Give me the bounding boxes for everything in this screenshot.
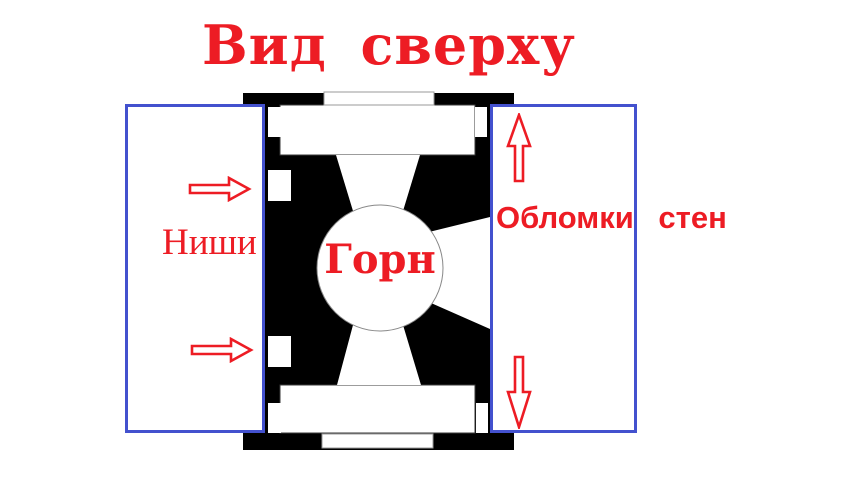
kiln-vent-bottom [321, 433, 434, 449]
kiln-hearth-circle [316, 204, 444, 332]
kiln-chamber-bottom [279, 384, 476, 434]
kiln-side-opening [268, 403, 281, 433]
kiln-label: Горн [324, 236, 436, 283]
niche-opening [268, 336, 291, 367]
kiln-side-opening [268, 107, 281, 137]
kiln-channel-right [429, 217, 490, 329]
arrow-right-icon [188, 176, 252, 202]
kiln-vent-top [323, 91, 435, 106]
niche-opening [268, 170, 291, 201]
niches-label: Ниши [162, 222, 257, 263]
niches-panel [125, 104, 265, 433]
page-title: Вид сверху [202, 13, 576, 77]
kiln-side-opening [476, 403, 488, 433]
debris-label: Обломки стен [496, 200, 727, 235]
arrow-up-icon [506, 113, 532, 183]
kiln-chamber-top [279, 104, 476, 156]
kiln-side-opening [475, 107, 487, 137]
arrow-right-icon [190, 337, 254, 363]
arrow-down-icon [506, 355, 532, 429]
kiln-channel-bottom [337, 325, 421, 385]
kiln-channel-top [336, 155, 420, 211]
